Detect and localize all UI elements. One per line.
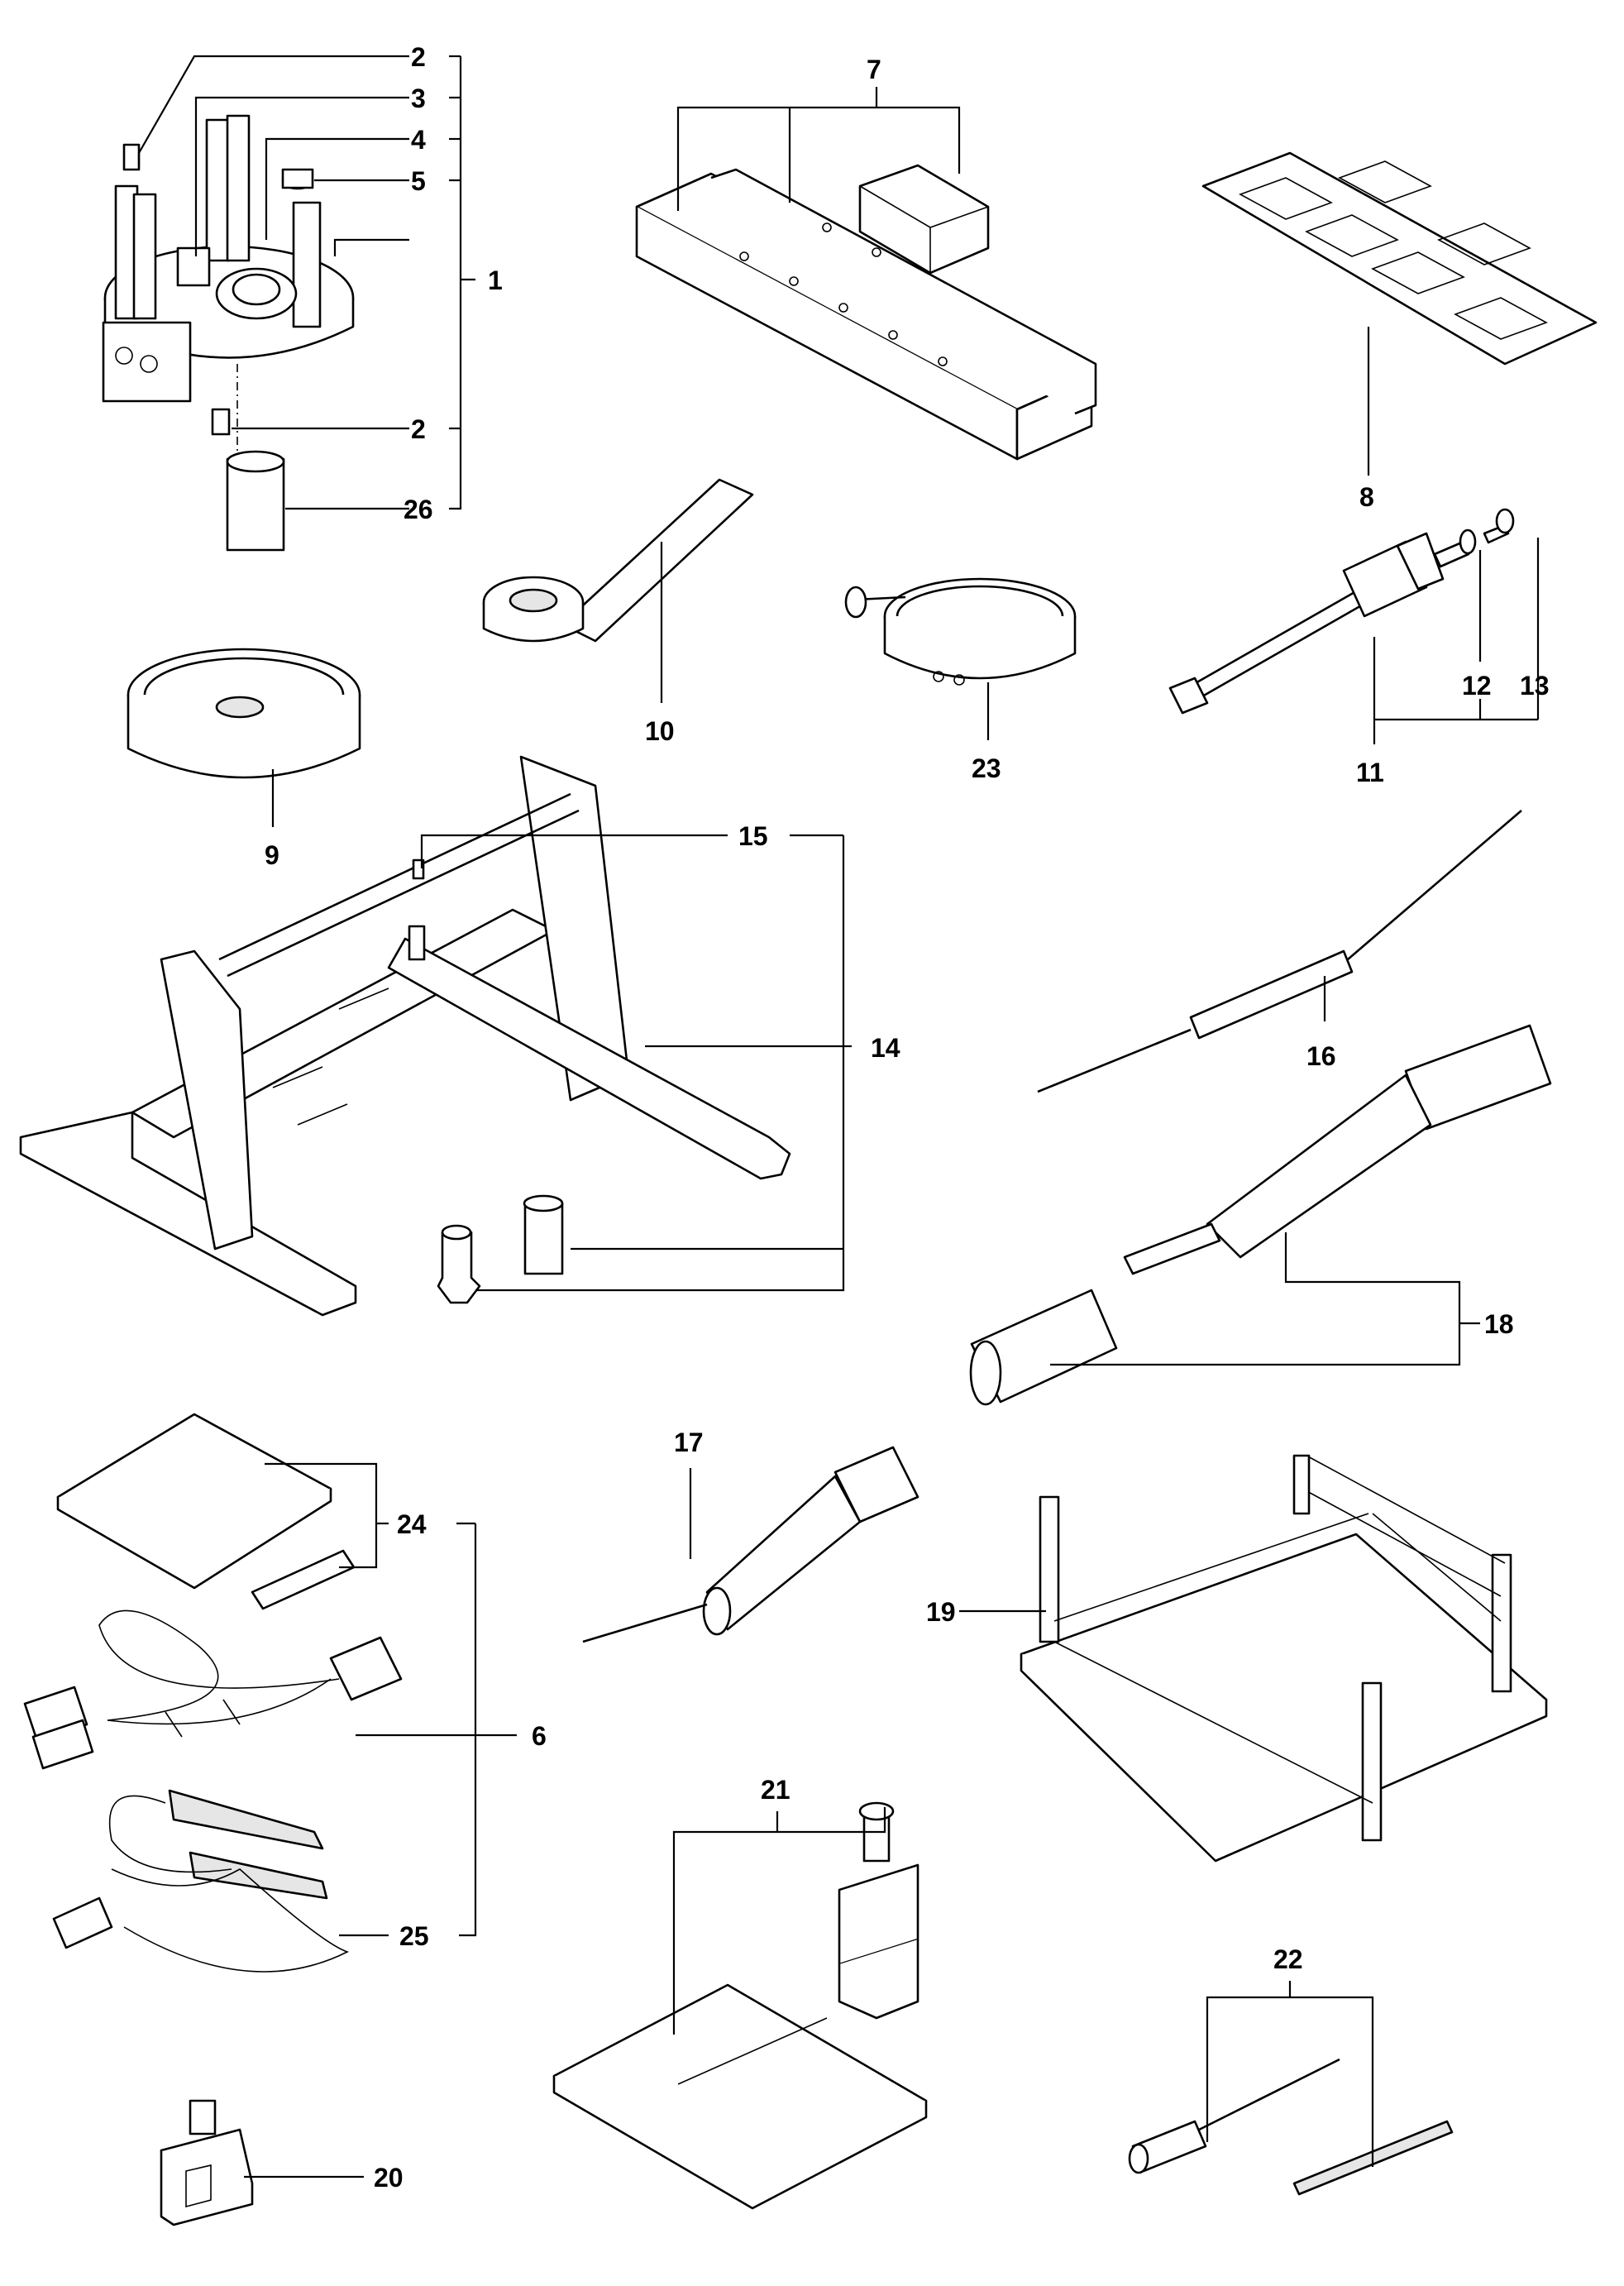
part-24-software-kit [56,1413,356,1610]
callout-2a: 2 [411,42,426,72]
part-6-diagnostic-cable [23,1609,403,1770]
part-21-press-plate [552,1801,928,2210]
callout-25: 25 [399,1921,429,1951]
part-7-support-bars [635,164,1097,461]
callout-17: 17 [674,1428,704,1457]
callout-4: 4 [411,125,426,155]
callout-10: 10 [645,716,675,746]
callout-8: 8 [1359,482,1374,512]
callout-lines-group-7 [676,87,961,211]
part-13-screw [1483,508,1515,544]
part-16-rod-tool [1037,810,1522,1093]
callout-16: 16 [1306,1041,1336,1071]
callout-lines-group-18 [1050,1232,1480,1366]
part-8-template-plate [1201,151,1598,366]
callout-3: 3 [411,84,426,113]
part-18-driver-with-sleeve [969,1024,1552,1406]
part-15-adapter-pins [412,858,564,1304]
callout-2b: 2 [411,414,426,444]
callout-1: 1 [488,265,503,295]
callout-12: 12 [1462,671,1492,701]
part-10-socket-wrench [482,478,754,643]
callout-9: 9 [265,840,279,870]
callout-7: 7 [867,55,881,84]
callout-11: 11 [1356,758,1384,787]
callout-24: 24 [397,1509,427,1539]
part-22-rod-and-stud [1128,2058,1454,2196]
callout-6: 6 [532,1721,547,1751]
part-25-battery-clamp-cable [52,1789,350,1973]
part-9-cup-fixture [127,648,361,779]
callout-19: 19 [926,1597,956,1627]
part-20-clamp-block [160,2099,254,2226]
callout-26: 26 [404,495,433,524]
callout-18: 18 [1484,1309,1514,1339]
part-14-engine-stand [19,755,791,1317]
callout-14: 14 [871,1033,900,1063]
callout-5: 5 [411,166,426,196]
callout-20: 20 [374,2163,404,2193]
part-1-bearing-press-base [102,114,355,552]
callout-lines-group-15 [420,834,852,1292]
callout-21: 21 [761,1775,791,1805]
callout-lines-group-11 [1373,538,1540,744]
callout-15: 15 [738,821,768,851]
callout-lines-group-1 [137,55,475,510]
callout-lines-group-22 [1206,1981,1374,2167]
callout-lines-group-24 [265,1462,517,1937]
part-12-washer [1459,528,1477,555]
part-19-frame-stand [1020,1454,1548,1863]
part-17-knurled-punch [582,1446,919,1643]
part-11-slide-hammer [1168,532,1470,715]
callout-22: 22 [1273,1944,1303,1974]
callout-13: 13 [1520,671,1550,701]
callout-lines-group-21 [672,1807,886,2035]
part-23-ring-clamp [844,577,1077,686]
callout-23: 23 [972,753,1001,783]
